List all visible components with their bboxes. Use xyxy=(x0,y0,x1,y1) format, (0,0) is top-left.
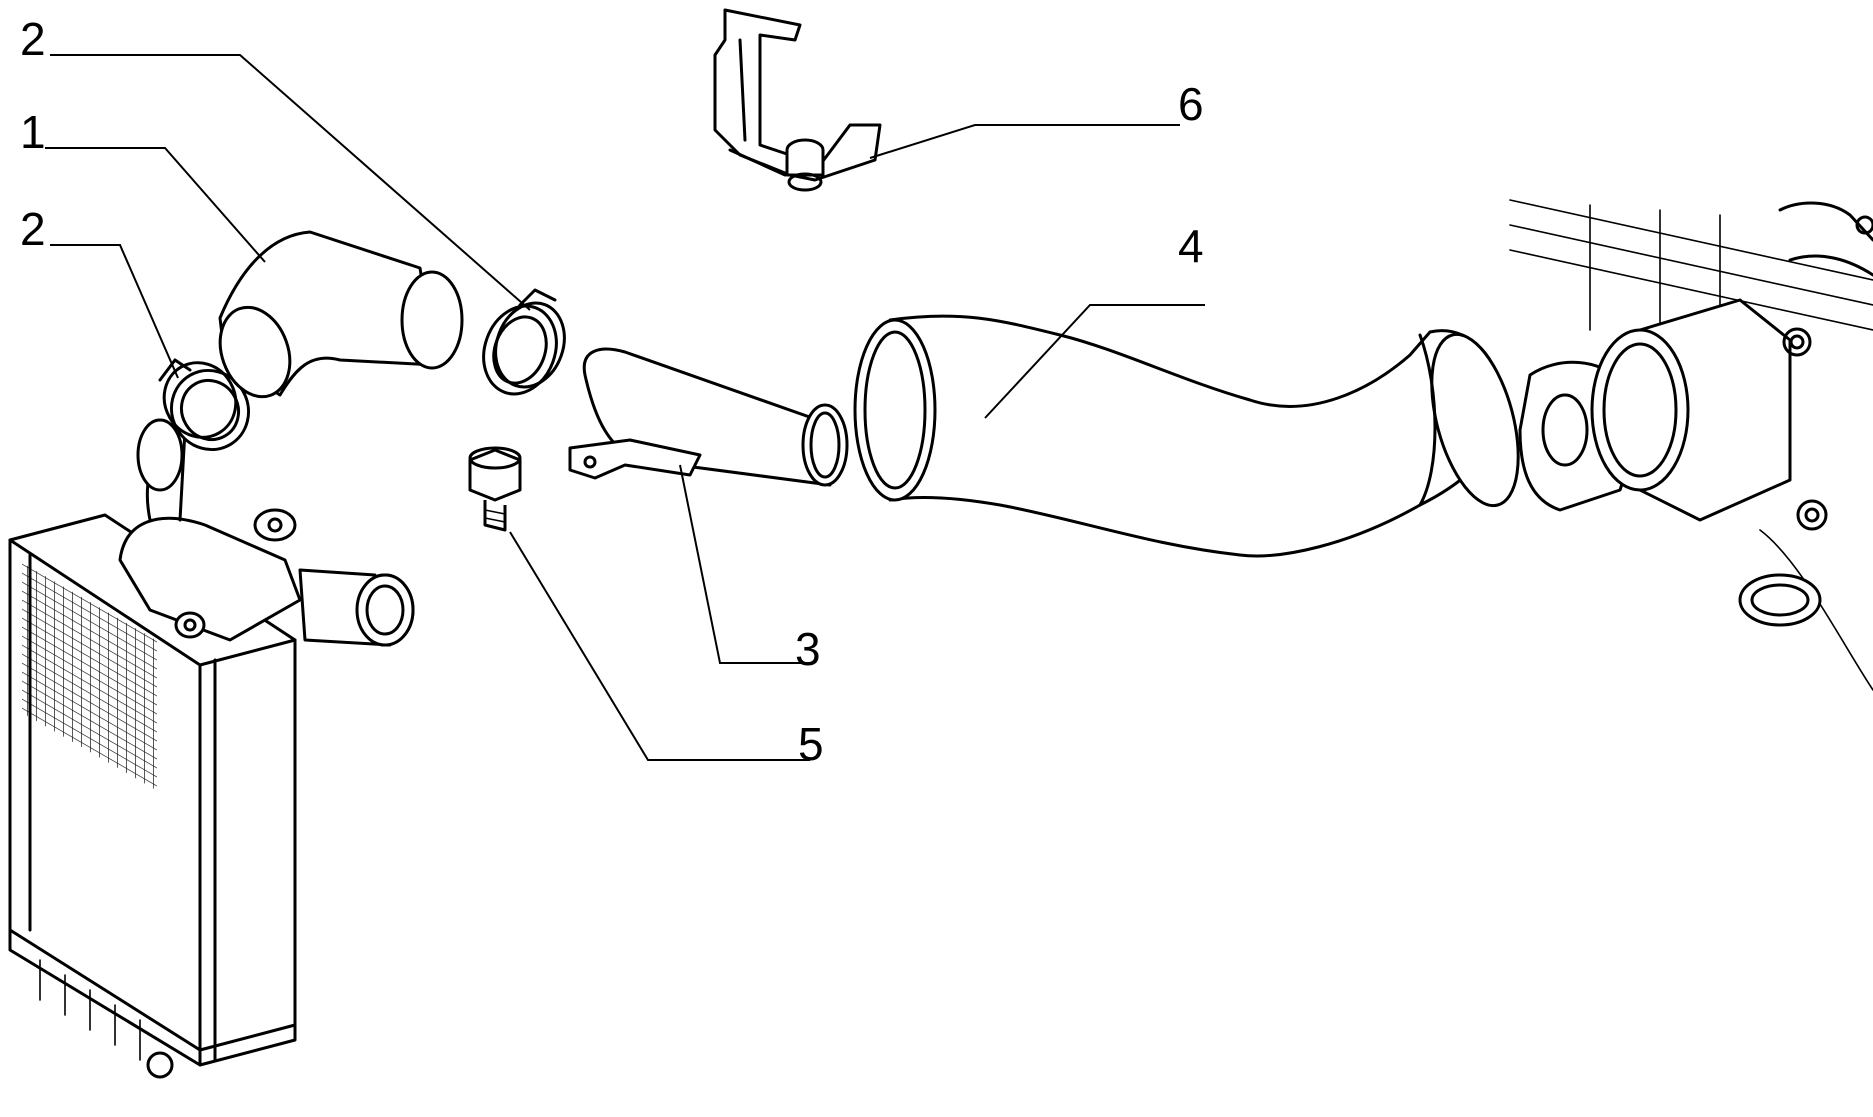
leader-line-6 xyxy=(869,124,1180,159)
leader-lines xyxy=(45,54,1205,761)
engine-inlet-manifold xyxy=(1509,199,1873,691)
long-hose-4 xyxy=(853,314,1520,558)
leader-line-2b xyxy=(50,244,179,379)
callouts: 1 2 2 3 4 5 6 xyxy=(20,13,1204,770)
hose-clamp-upper xyxy=(482,288,566,396)
leader-line-2a xyxy=(50,54,531,311)
leader-line-3 xyxy=(679,464,810,664)
hose-clamp-lower xyxy=(158,358,251,452)
callout-4: 4 xyxy=(1178,220,1204,272)
bracket-6 xyxy=(713,8,882,192)
callout-6: 6 xyxy=(1178,78,1204,130)
bolt-5 xyxy=(468,446,522,532)
intercooler xyxy=(8,418,415,1079)
callout-5: 5 xyxy=(798,718,824,770)
callout-1: 1 xyxy=(20,106,46,158)
callout-3: 3 xyxy=(795,623,821,675)
callout-2-lower: 2 xyxy=(20,203,46,255)
elbow-hose-1 xyxy=(218,230,464,399)
leader-line-5 xyxy=(509,531,810,761)
leader-line-1 xyxy=(45,147,266,263)
leader-line-4 xyxy=(984,304,1205,419)
callout-2-upper: 2 xyxy=(20,13,46,65)
pipe-3 xyxy=(568,347,849,487)
